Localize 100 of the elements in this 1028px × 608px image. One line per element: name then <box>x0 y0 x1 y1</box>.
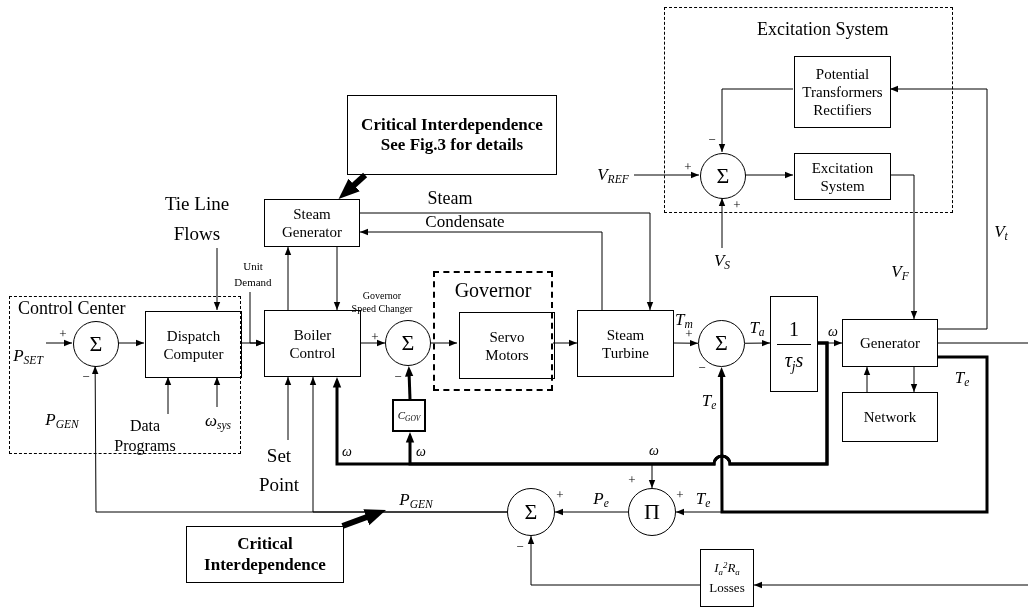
formula-text: τ$_{j}$s <box>784 347 804 372</box>
arrow <box>717 355 989 514</box>
signal-label: V$_{S}$ <box>708 248 736 274</box>
signal-label: V$_{REF}$ <box>592 163 634 187</box>
block-box <box>459 312 555 379</box>
edge-label: P$_{GEN}$ <box>399 490 433 510</box>
arrow <box>117 339 145 347</box>
arrow <box>744 339 771 347</box>
sign-label: + <box>676 487 684 503</box>
arrow <box>359 212 654 311</box>
edge-label: Condensate <box>425 212 505 232</box>
edge-label: ω <box>649 443 659 459</box>
sign-label: − <box>82 369 90 385</box>
arrow <box>213 376 221 408</box>
arrow <box>45 339 73 347</box>
edge-label: V$_{F}$ <box>891 262 909 282</box>
arrow <box>309 376 508 513</box>
group-title: Control Center <box>18 299 126 319</box>
arrow <box>405 366 414 400</box>
sign-label: + <box>733 197 741 213</box>
arrow <box>633 171 700 179</box>
signal-label: ω$_{sys}$ <box>196 408 240 434</box>
dashed-group-box <box>433 271 553 391</box>
box-label: I$_{a}$$^{2}$R$_{a}$ <box>714 560 740 576</box>
signal-label: Set Point <box>248 440 310 500</box>
block-box <box>577 310 674 377</box>
box-label: Dispatch Computer <box>162 326 225 363</box>
arrow <box>359 228 603 311</box>
annotation-text: Governor Speed Changer <box>351 289 413 315</box>
box-label: Critical Interdependence See Fig.3 for details <box>360 114 544 156</box>
block-box <box>264 199 360 247</box>
edge-label: ω <box>342 444 352 460</box>
group-title: Governor <box>454 279 532 301</box>
operator-symbol: Σ <box>401 329 415 357</box>
sign-label: − <box>394 369 402 385</box>
sign-label: − <box>516 539 524 555</box>
box-label: C$_{GOV}$ <box>397 408 421 423</box>
edge-label: T$_{e}$ <box>695 489 711 509</box>
box-label: Losses <box>709 580 745 596</box>
signal-label: T$_{e}$ <box>954 368 970 388</box>
transfer-function-box <box>770 296 818 392</box>
arrow <box>753 581 1028 589</box>
arrow <box>744 171 794 179</box>
formula-text: 1 <box>789 316 799 341</box>
box-label: Generator <box>860 334 920 352</box>
sign-label: − <box>708 132 716 148</box>
signal-label: Unit Demand <box>226 258 280 292</box>
block-box <box>842 319 938 367</box>
edge-label: V$_{t}$ <box>994 222 1008 242</box>
arrow <box>910 366 918 393</box>
edge-label: P$_{e}$ <box>593 489 609 509</box>
operator-symbol: Σ <box>524 498 538 526</box>
box-label: Steam Generator <box>281 205 343 241</box>
edge-label: Steam <box>427 189 473 209</box>
signal-label: Data Programs <box>109 415 181 457</box>
box-label: Potential Transformers Rectifiers <box>801 65 884 119</box>
block-box <box>794 56 891 128</box>
arrow <box>889 174 918 320</box>
operator-symbol: Π <box>644 498 660 526</box>
group-title: Excitation System <box>757 20 889 40</box>
arrow <box>718 88 794 153</box>
sign-label: + <box>556 487 564 503</box>
arrow <box>284 376 292 441</box>
block-box <box>842 392 938 442</box>
signal-line <box>937 342 1028 344</box>
operator-symbol: Σ <box>716 162 730 190</box>
callout-box <box>186 526 344 583</box>
dashed-group-box <box>9 296 241 454</box>
arrow <box>889 85 988 330</box>
edge-label: T$_{e}$ <box>701 391 717 411</box>
edge-label: ω <box>828 324 838 340</box>
block-box <box>392 399 426 432</box>
edge-label: T$_{m}$ <box>675 310 693 330</box>
block-box <box>794 153 891 200</box>
callout-box <box>347 95 557 175</box>
box-label: Boiler Control <box>288 325 337 362</box>
arrow <box>718 197 726 249</box>
operator-symbol: Σ <box>89 330 103 358</box>
sign-label: + <box>59 326 67 342</box>
box-label: Steam Turbine <box>601 325 650 362</box>
block-box <box>700 549 754 607</box>
arrow <box>552 339 578 347</box>
pointer-arrow <box>341 509 386 529</box>
sign-label: − <box>698 360 706 376</box>
arrow <box>284 246 292 311</box>
sign-label: + <box>684 159 692 175</box>
arrow <box>527 535 701 586</box>
signal-label: Tie Line Flows <box>158 190 236 248</box>
edge-label: ω <box>416 444 426 460</box>
arrow <box>430 339 458 347</box>
pointer-arrow <box>338 172 368 199</box>
arrow <box>213 247 221 311</box>
box-label: Servo Motors <box>484 327 530 364</box>
block-box <box>145 311 242 378</box>
box-label: Excitation System <box>810 158 875 195</box>
arrow <box>240 339 265 347</box>
box-label: Network <box>863 408 917 426</box>
arrow <box>673 339 699 347</box>
sign-label: + <box>371 329 379 345</box>
box-label: Critical Interdependence <box>203 534 327 575</box>
